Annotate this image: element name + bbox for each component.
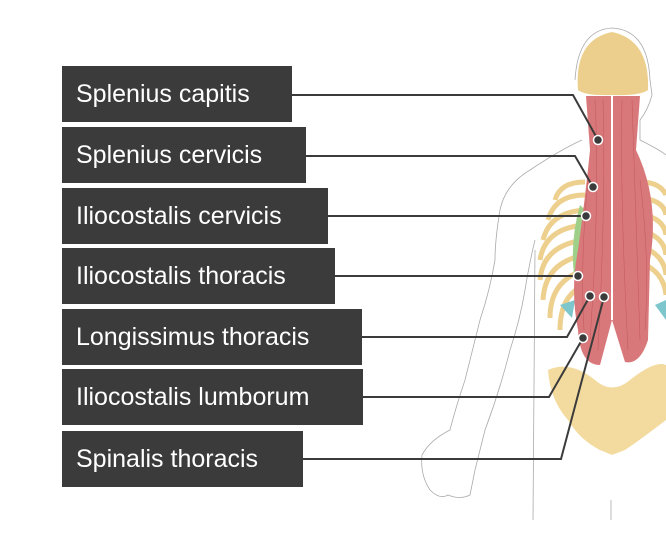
teal-patch — [560, 300, 575, 318]
label-iliocostalis-thoracis: Iliocostalis thoracis — [62, 248, 335, 304]
skull — [577, 32, 649, 96]
muscle-fibers — [582, 99, 647, 351]
label-spinalis-thoracis: Spinalis thoracis — [62, 431, 303, 487]
label-iliocostalis-cervicis: Iliocostalis cervicis — [62, 188, 328, 244]
leader-lines — [292, 94, 605, 460]
label-splenius-cervicis: Splenius cervicis — [62, 127, 306, 183]
label-iliocostalis-lumborum: Iliocostalis lumborum — [62, 369, 363, 425]
teal-patch-right — [655, 300, 666, 320]
body-outline — [421, 27, 666, 521]
pelvis — [548, 364, 666, 455]
label-longissimus-thoracis: Longissimus thoracis — [62, 309, 362, 365]
erector-spinae-muscles — [574, 96, 653, 365]
label-splenius-capitis: Splenius capitis — [62, 66, 292, 122]
pointer-dots — [572, 134, 610, 344]
